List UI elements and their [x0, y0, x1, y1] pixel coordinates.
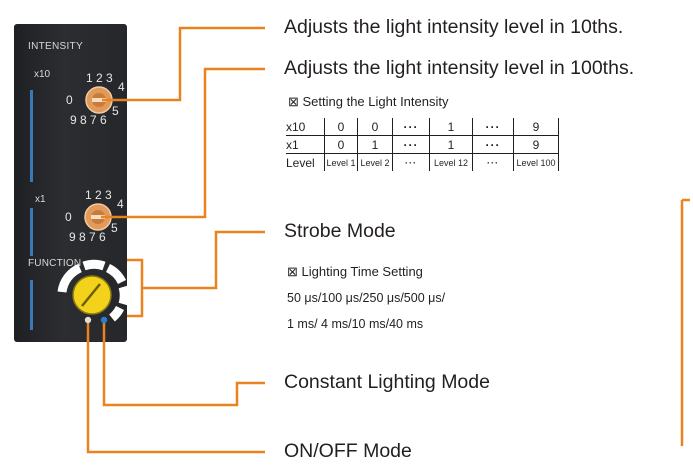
x1-label: x1 — [35, 194, 46, 205]
constant-led — [100, 316, 108, 324]
table-cell: 9 — [513, 118, 559, 136]
x10-dial-digits-bottom: 9 8 7 6 — [70, 113, 107, 127]
table-row: Level Level 1 Level 2 ··· Level 12 ··· L… — [286, 153, 559, 171]
table-cell: ··· — [392, 153, 430, 171]
table-cell: ··· — [472, 118, 514, 136]
callout-constant: Constant Lighting Mode — [284, 371, 490, 393]
function-scale-strip — [30, 280, 33, 330]
function-label: FUNCTION — [28, 258, 82, 269]
x1-dial-digit-0: 0 — [65, 210, 72, 224]
x10-scale-strip — [30, 90, 33, 182]
table-cell: Level 2 — [357, 153, 393, 171]
function-knob — [57, 259, 129, 322]
table-cell: x1 — [286, 135, 325, 154]
x1-dial-digits-bottom: 9 8 7 6 — [69, 230, 106, 244]
table-cell: ··· — [472, 135, 514, 154]
lighting-time-heading: ⊠ Lighting Time Setting — [287, 264, 423, 279]
table-cell: 1 — [429, 135, 473, 154]
lighting-time-line-2: 1 ms/ 4 ms/10 ms/40 ms — [287, 317, 424, 331]
x10-dial-digit-5: 5 — [112, 104, 119, 118]
callout-hundredths: Adjusts the light intensity level in 100… — [284, 57, 635, 79]
table-cell: ··· — [472, 153, 514, 171]
callout-onoff: ON/OFF Mode — [284, 440, 412, 462]
table-row: x1 0 1 ··· 1 ··· 9 — [286, 135, 559, 154]
callout-tenths: Adjusts the light intensity level in 10t… — [284, 16, 624, 38]
table-cell: 0 — [324, 118, 358, 136]
leader-onoff — [86, 323, 265, 454]
onoff-led — [84, 316, 92, 324]
lighting-time-line-1: 50 μs/100 μs/250 μs/500 μs/ — [287, 291, 446, 305]
table-cell: Level — [286, 153, 325, 171]
leader-hundredths — [101, 67, 265, 219]
leader-constant — [102, 323, 265, 407]
table-cell: ··· — [392, 118, 430, 136]
table-cell: 9 — [513, 135, 559, 154]
table-cell: ··· — [392, 135, 430, 154]
x10-label: x10 — [34, 69, 51, 80]
table-cell: 1 — [357, 135, 393, 154]
x1-dial-digits-top: 1 2 3 — [85, 188, 112, 202]
intensity-level-table: x10 0 0 ··· 1 ··· 9 x1 0 1 ··· 1 ··· 9 L… — [286, 118, 559, 171]
x1-scale-strip — [30, 208, 33, 256]
table-cell: Level 100 — [513, 153, 559, 171]
x10-dial-digit-4: 4 — [118, 80, 125, 94]
x10-dial-digit-0: 0 — [66, 93, 73, 107]
x10-dial-digits-top: 1 2 3 — [86, 71, 113, 85]
table-cell: Level 1 — [324, 153, 358, 171]
callout-strobe: Strobe Mode — [284, 220, 396, 242]
intensity-label: INTENSITY — [28, 41, 83, 52]
table-cell: x10 — [286, 118, 325, 136]
leader-strobe — [127, 258, 144, 318]
table-cell: 1 — [429, 118, 473, 136]
leader-tenths — [102, 26, 265, 102]
x1-dial-digit-5: 5 — [111, 221, 118, 235]
table-row: x10 0 0 ··· 1 ··· 9 — [286, 118, 559, 136]
table-cell: Level 12 — [429, 153, 473, 171]
intensity-setting-heading: ⊠ Setting the Light Intensity — [288, 94, 449, 109]
leader-strobe-connector — [142, 230, 265, 290]
table-cell: 0 — [357, 118, 393, 136]
table-cell: 0 — [324, 135, 358, 154]
x1-dial-digit-4: 4 — [117, 197, 124, 211]
